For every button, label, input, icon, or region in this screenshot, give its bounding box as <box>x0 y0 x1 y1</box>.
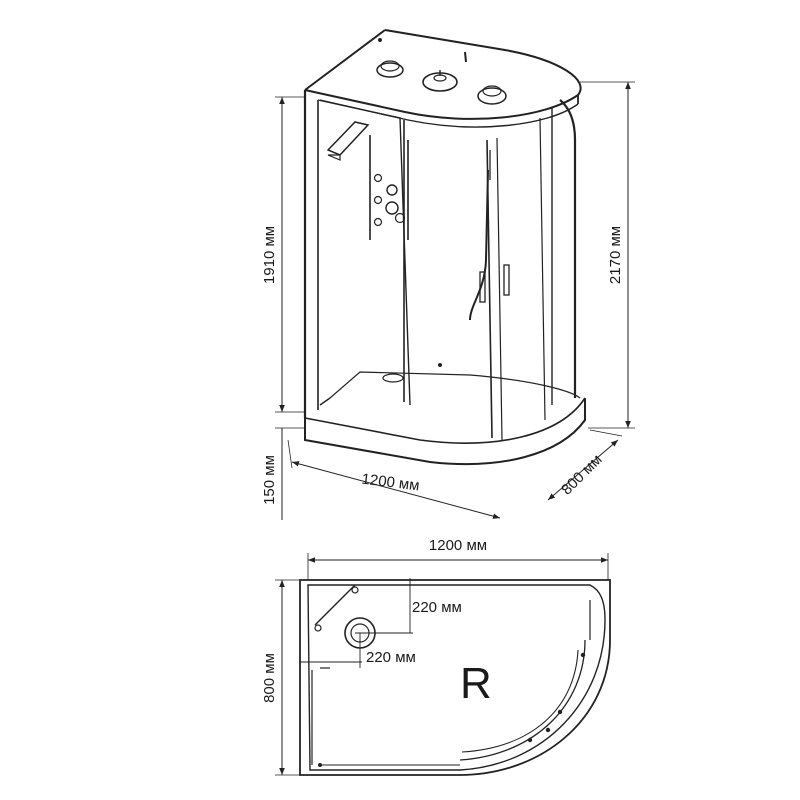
control-knob-icon <box>385 201 399 215</box>
rain-shower-head-icon <box>422 70 458 92</box>
control-knob-icon <box>394 212 406 224</box>
dimension-total-height: 2170 мм <box>580 81 635 429</box>
front-glass-doors <box>479 99 577 441</box>
orientation-label: R <box>460 659 492 708</box>
plan-dimension-depth: 800 мм <box>261 579 300 776</box>
drain-offset-x-label: 220 мм <box>366 649 416 666</box>
width-label: 1200 мм <box>361 471 421 495</box>
control-knob-icon <box>386 184 398 196</box>
dimension-tray-height: 150 мм <box>261 427 305 520</box>
plan-outline <box>299 579 611 776</box>
drain-offset-y-label: 220 мм <box>412 599 462 616</box>
jet-icon <box>373 195 383 205</box>
cabin-plan-view: 220 мм 220 мм R 1200 мм 800 мм <box>261 537 611 776</box>
plan-width-label: 1200 мм <box>429 537 487 554</box>
hand-shower-icon <box>438 150 491 367</box>
dimension-inner-height: 1910 мм <box>261 96 305 413</box>
cabin-frame <box>303 29 411 418</box>
cabin-isometric-view: 1910 мм 2170 мм 150 мм 1200 мм 800 мм <box>261 29 635 520</box>
hydromassage-panel <box>369 135 409 240</box>
plan-depth-label: 800 мм <box>261 653 278 703</box>
total-height-label: 2170 мм <box>607 226 624 284</box>
roof-fan-icon <box>477 85 507 105</box>
cabin-canopy <box>304 29 582 128</box>
depth-label: 800 мм <box>558 451 605 498</box>
shelf-icon <box>326 121 370 161</box>
roof-speaker-icon <box>376 60 404 78</box>
plan-dimension-width: 1200 мм <box>307 537 609 580</box>
door-handle-icon <box>503 264 510 296</box>
plan-door-track <box>459 639 586 761</box>
dimension-depth: 800 мм <box>547 429 623 501</box>
shower-tray <box>304 371 586 466</box>
tray-height-label: 150 мм <box>261 455 278 505</box>
dimension-width: 1200 мм <box>287 439 501 519</box>
jet-icon <box>373 217 383 227</box>
drain-icon <box>382 373 404 383</box>
inner-height-label: 1910 мм <box>261 226 278 284</box>
jet-icon <box>373 173 383 183</box>
